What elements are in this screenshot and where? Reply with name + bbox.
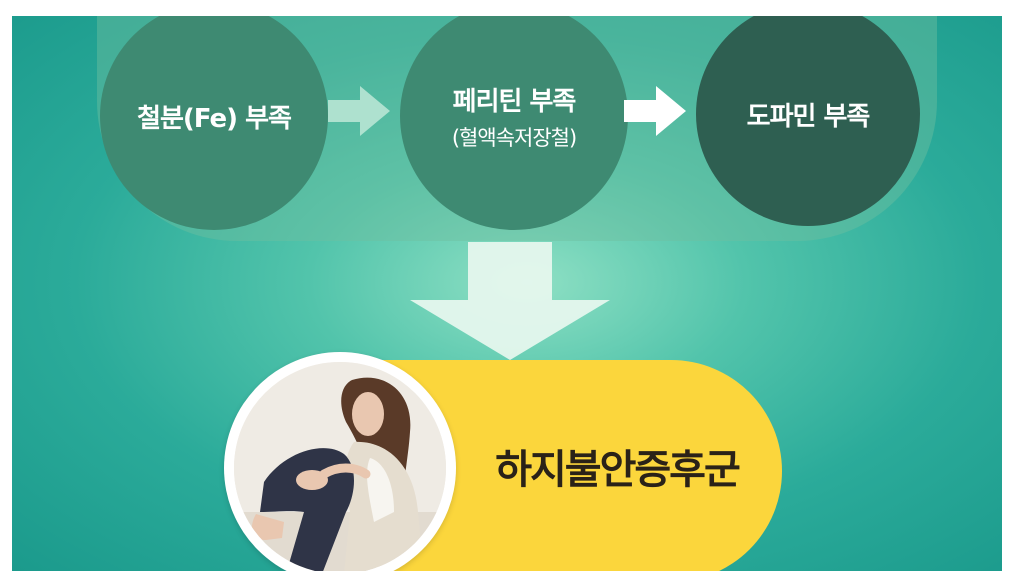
- woman-holding-leg-photo: [234, 362, 446, 571]
- step-label-iron: 철분(Fe) 부족: [137, 103, 292, 134]
- step-label-dopamine: 도파민 부족: [746, 101, 871, 132]
- diagram-canvas: 철분(Fe) 부족 페리틴 부족 (혈액속저장철) 도파민 부족: [12, 16, 1002, 571]
- step-sublabel-ferritin: (혈액속저장철): [451, 125, 577, 150]
- step-label-ferritin: 페리틴 부족: [452, 86, 577, 117]
- right-arrow-icon: [624, 86, 686, 136]
- step-circle-dopamine: 도파민 부족: [696, 16, 920, 226]
- result-label: 하지불안증후군: [495, 447, 741, 493]
- woman-holding-leg-illustration: [234, 362, 446, 571]
- right-arrow-icon: [328, 86, 390, 136]
- down-arrow-icon: [410, 242, 610, 360]
- step-circle-iron: 철분(Fe) 부족: [100, 16, 328, 230]
- step-circle-ferritin: 페리틴 부족 (혈액속저장철): [400, 16, 628, 230]
